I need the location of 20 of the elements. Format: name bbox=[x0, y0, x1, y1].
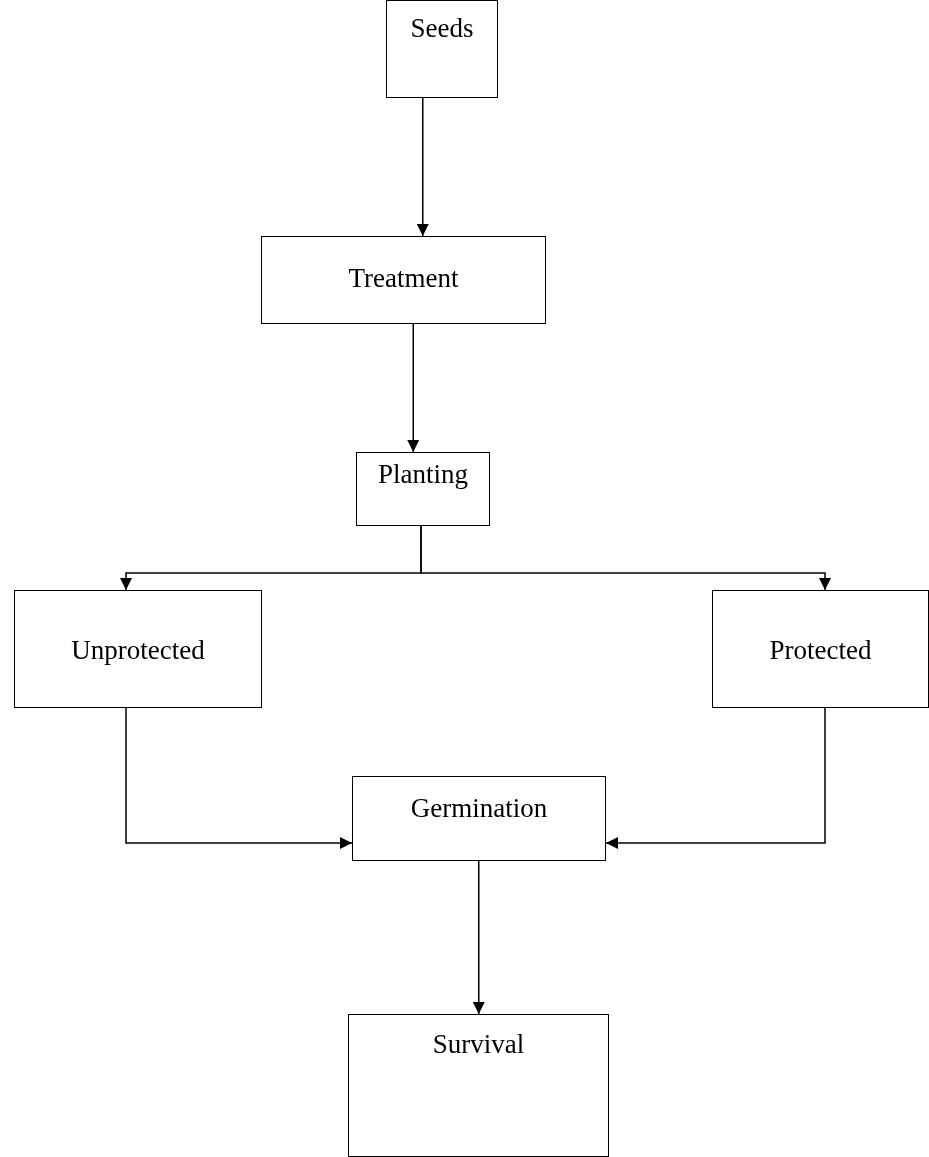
process-box bbox=[348, 1014, 609, 1157]
arrow bbox=[420, 525, 831, 591]
arrow bbox=[605, 707, 826, 849]
box-label: Survival bbox=[432, 1029, 525, 1060]
arrow bbox=[416, 97, 429, 237]
box-label: Unprotected bbox=[71, 635, 205, 666]
process-box bbox=[386, 0, 498, 98]
process-box bbox=[14, 590, 262, 708]
box-label: Seeds bbox=[410, 13, 474, 44]
box-label: Planting bbox=[378, 459, 468, 490]
process-box bbox=[712, 590, 929, 708]
arrow bbox=[472, 860, 485, 1015]
process-box bbox=[356, 452, 490, 526]
process-box bbox=[352, 776, 606, 861]
arrow bbox=[407, 323, 420, 453]
box-label: Treatment bbox=[348, 263, 459, 294]
process-box bbox=[261, 236, 546, 324]
arrow bbox=[125, 707, 353, 849]
box-label: Protected bbox=[769, 635, 872, 666]
box-label: Germination bbox=[410, 793, 548, 824]
